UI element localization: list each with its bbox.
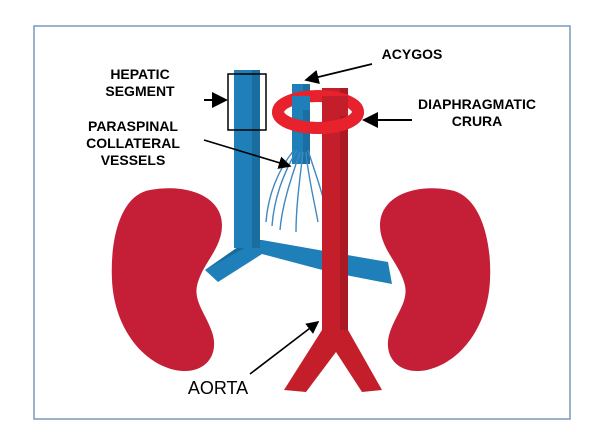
hepatic-segment-line-2: SEGMENT bbox=[90, 83, 190, 100]
azygos-through-ring bbox=[292, 96, 310, 110]
right-kidney bbox=[380, 188, 490, 371]
acygos-arrow bbox=[306, 64, 372, 80]
crura-line-1: DIAPHRAGMATIC bbox=[414, 96, 540, 113]
ivc-vertical-shade bbox=[252, 70, 260, 248]
aorta-through-ring bbox=[322, 96, 348, 116]
paraspinal-line-1: PARASPINAL bbox=[70, 118, 196, 135]
left-kidney bbox=[112, 188, 222, 371]
diaphragmatic-crura-label: DIAPHRAGMATIC CRURA bbox=[414, 96, 540, 130]
aorta-bifurcation bbox=[284, 330, 382, 392]
paraspinal-line-2: COLLATERAL bbox=[70, 135, 196, 152]
paraspinal-line-3: VESSELS bbox=[70, 152, 196, 169]
crura-line-2: CRURA bbox=[414, 113, 540, 130]
hepatic-segment-label: HEPATIC SEGMENT bbox=[90, 66, 190, 100]
aorta-label: AORTA bbox=[178, 378, 258, 398]
paraspinal-collateral-vessels-label: PARASPINAL COLLATERAL VESSELS bbox=[70, 118, 196, 169]
acygos-label: ACYGOS bbox=[372, 46, 452, 63]
aorta-text: AORTA bbox=[178, 378, 258, 398]
hepatic-segment-line-1: HEPATIC bbox=[90, 66, 190, 83]
acygos-text: ACYGOS bbox=[372, 46, 452, 63]
